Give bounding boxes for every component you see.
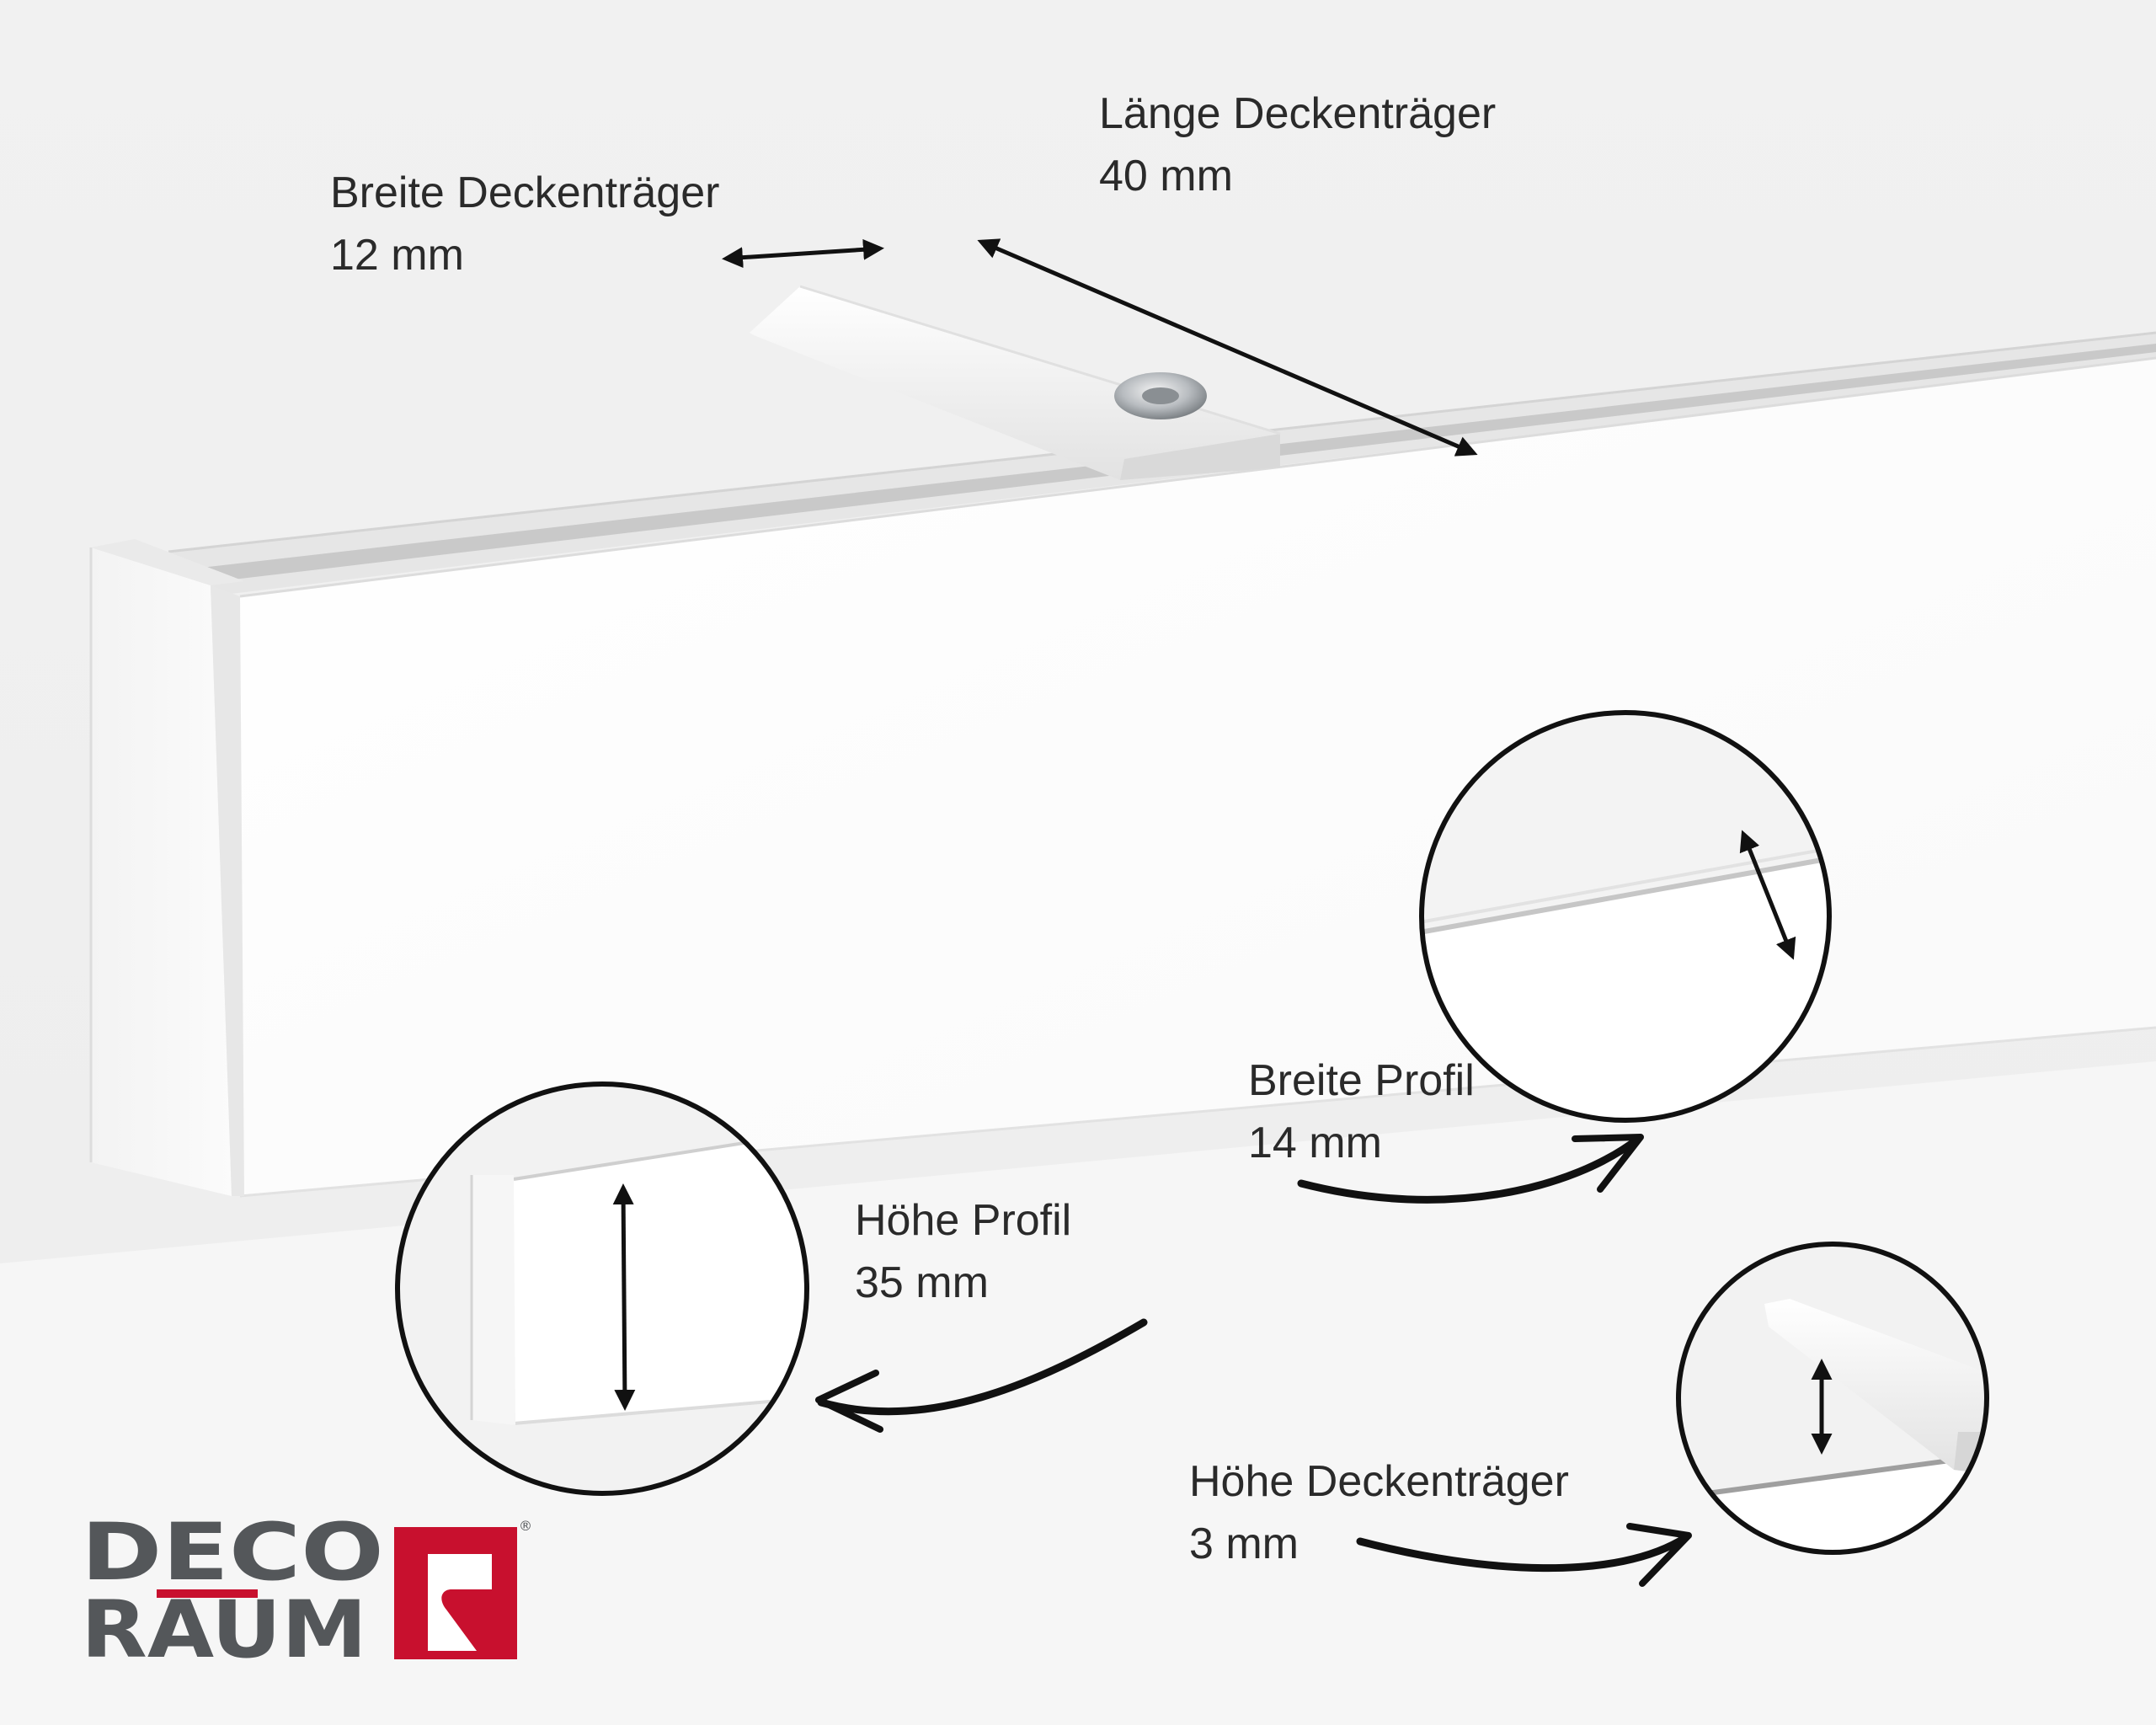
detail-circle-hoehe-deckentraeger — [1676, 1242, 1989, 1555]
breite-profil-value: 14 mm — [1248, 1119, 1382, 1167]
hoehe-deckentraeger-title: Höhe Deckenträger — [1189, 1457, 1569, 1506]
hoehe-profil-label: Höhe Profil 35 mm — [855, 1189, 1071, 1314]
detail-circle-hoehe-profil — [395, 1081, 809, 1496]
hoehe-deckentraeger-label: Höhe Deckenträger 3 mm — [1189, 1450, 1569, 1575]
breite-profil-title: Breite Profil — [1248, 1056, 1475, 1105]
logo-mark — [394, 1527, 517, 1659]
end-cap-edge — [211, 585, 244, 1196]
rail-front-top-edge — [239, 356, 2156, 598]
logo-line2: RAUM — [81, 1584, 367, 1664]
laenge-deckentraeger-value: 40 mm — [1099, 152, 1233, 200]
hoehe-profil-title: Höhe Profil — [855, 1196, 1072, 1245]
laenge-deckentraeger-title: Länge Deckenträger — [1099, 89, 1497, 138]
logo-line1: DECO — [81, 1512, 384, 1599]
hoehe-deckentraeger-pointer — [1356, 1523, 1692, 1587]
logo-divider — [157, 1589, 258, 1598]
laenge-deckentraeger-arrow — [977, 238, 1478, 457]
decoraum-logo: DECO RAUM ® — [81, 1512, 532, 1664]
logo-registered: ® — [519, 1518, 532, 1534]
breite-deckentraeger-label: Breite Deckenträger 12 mm — [330, 162, 719, 286]
breite-deckentraeger-value: 12 mm — [330, 231, 464, 280]
hoehe-profil-value: 35 mm — [855, 1258, 989, 1307]
end-cap-face — [91, 547, 232, 1196]
hoehe-profil-pointer — [815, 1318, 1148, 1433]
breite-profil-label: Breite Profil 14 mm — [1248, 1049, 1475, 1174]
laenge-deckentraeger-label: Länge Deckenträger 40 mm — [1099, 83, 1496, 207]
screw-slot — [1142, 387, 1179, 404]
hoehe-deckentraeger-value: 3 mm — [1189, 1519, 1299, 1568]
breite-deckentraeger-title: Breite Deckenträger — [330, 168, 720, 217]
end-cap-top — [91, 539, 244, 585]
breite-deckentraeger-arrow — [722, 238, 884, 269]
breite-profil-pointer — [1297, 1134, 1644, 1204]
detail-circle-breite-profil — [1419, 710, 1832, 1123]
